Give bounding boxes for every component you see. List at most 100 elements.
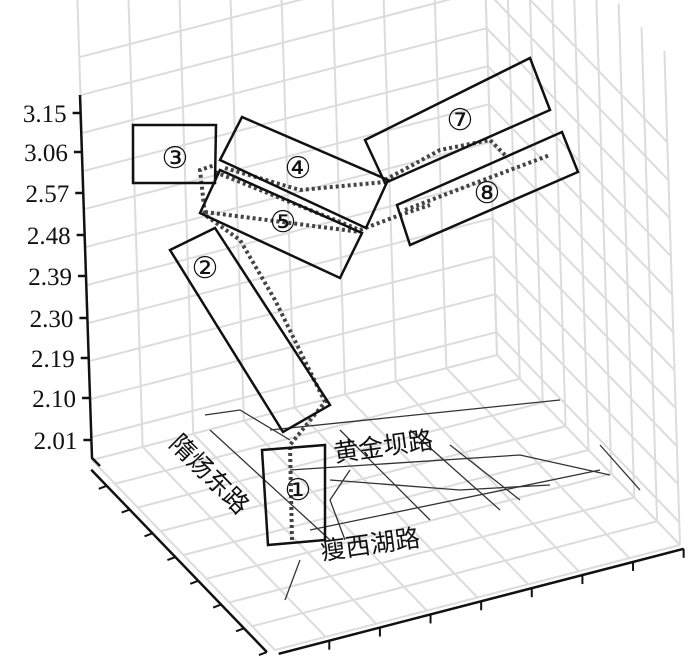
- segment-label-4: ④: [285, 152, 312, 185]
- z-tick-label: 2.48: [27, 223, 71, 250]
- wall-gridline: [494, 293, 679, 485]
- x-axis-tick: [98, 484, 108, 490]
- wall-gridline: [280, 0, 296, 408]
- floor-gridline: [395, 380, 580, 572]
- wall-gridline: [490, 179, 676, 371]
- wall-gridline: [485, 27, 671, 219]
- street-line: [339, 429, 431, 521]
- x-axis-tick: [144, 532, 153, 538]
- wall-gridline: [487, 65, 672, 257]
- floor-gridline: [445, 367, 631, 559]
- wall-gridline: [433, 0, 448, 369]
- wall-gridline: [489, 141, 675, 333]
- segment-label-1: ①: [285, 474, 312, 507]
- x-axis-tick: [189, 579, 199, 585]
- segment-box-1: [260, 443, 327, 547]
- wall-gridline: [83, 103, 490, 211]
- floor-gridline: [496, 354, 681, 546]
- z-axis-line: [78, 94, 101, 467]
- street-line: [289, 454, 611, 476]
- floor-gridline: [251, 520, 658, 628]
- wall-gridline: [79, 0, 304, 59]
- z-tick-label: 3.06: [24, 140, 68, 167]
- axes: [78, 94, 685, 657]
- wall-gridline: [663, 50, 681, 546]
- wall-gridline: [495, 331, 681, 523]
- z-tick-label: 2.10: [32, 386, 76, 413]
- z-tick-label: 2.57: [25, 181, 69, 208]
- x-axis-tick: [167, 556, 176, 562]
- street-line: [284, 559, 301, 601]
- floor-gridline: [274, 544, 681, 651]
- wall-gridline: [595, 0, 613, 474]
- wall-gridline: [88, 255, 495, 363]
- street-line: [269, 399, 561, 431]
- x-axis-tick: [235, 627, 245, 633]
- wall-gridline: [529, 0, 544, 403]
- street-line: [329, 479, 551, 491]
- wall-gridline: [640, 27, 659, 522]
- road-label-shouxihu: 瘦西湖路: [319, 523, 422, 566]
- segment-boxes: ① ② ③ ④ ⑤ ⑦ ⑧: [131, 56, 580, 547]
- z-tick-label: 2.19: [31, 346, 75, 373]
- road-label-suiyangdong: 隋炀东路: [164, 429, 255, 520]
- wall-gridline: [506, 0, 521, 379]
- street-line: [329, 469, 351, 541]
- segment-box-8: [395, 130, 580, 247]
- wall-gridline: [484, 0, 498, 356]
- wall-gridline: [127, 0, 144, 447]
- street-line: [599, 444, 641, 491]
- segment-label-5: ⑤: [270, 206, 297, 239]
- z-tick-label: 2.39: [28, 264, 72, 291]
- segment-label-3: ③: [162, 142, 189, 175]
- segment-box-7: [363, 56, 552, 185]
- segment-box-2: [168, 226, 332, 434]
- segment-label-2: ②: [192, 252, 219, 285]
- trajectory-segment: [214, 170, 431, 233]
- segment-box-5: [198, 168, 364, 280]
- z-tick-label: 2.30: [30, 306, 74, 333]
- floor-gridline: [293, 406, 479, 599]
- wall-gridline: [551, 0, 567, 427]
- street-map: [204, 399, 641, 601]
- z-tick-label: 3.15: [23, 101, 67, 128]
- trajectory-segment: [197, 163, 328, 541]
- wall-gridline: [491, 217, 677, 409]
- street-line: [209, 429, 331, 541]
- wall-gridline: [488, 103, 673, 295]
- trajectory-segment: [404, 153, 551, 212]
- x-axis-tick: [121, 508, 131, 514]
- trajectory-segment: [204, 210, 361, 234]
- segment-box-4: [218, 115, 390, 230]
- segment-label-8: ⑧: [474, 177, 501, 210]
- wall-gridline: [617, 3, 636, 498]
- wall-gridline: [528, 0, 669, 143]
- wall-gridline: [229, 0, 245, 421]
- wall-gridline: [86, 179, 492, 287]
- street-line: [449, 444, 521, 501]
- street-line: [309, 469, 601, 531]
- floor-gridline: [206, 472, 612, 580]
- floor-gridline: [344, 393, 529, 586]
- wall-gridline: [82, 65, 489, 173]
- segment-label-7: ⑦: [447, 104, 474, 137]
- x-axis-tick: [258, 651, 268, 657]
- x-axis-line: [90, 468, 268, 653]
- z-tick-label: 2.01: [34, 428, 78, 455]
- wall-gridline: [178, 0, 195, 434]
- street-line: [409, 429, 501, 511]
- wall-gridline: [493, 255, 678, 447]
- wall-gridline: [331, 0, 347, 395]
- trajectory-segment: [384, 137, 507, 182]
- wall-gridline: [91, 331, 497, 439]
- wall-gridline: [87, 217, 493, 325]
- wall-gridline: [493, 0, 670, 181]
- z-tick-labels: 2.01 2.10 2.19 2.30 2.39 2.48 2.57 3.06 3.15: [23, 101, 92, 455]
- wall-gridline: [382, 0, 397, 382]
- wall-gridline: [81, 27, 487, 135]
- wall-gridline: [573, 0, 590, 451]
- floor-gridline: [228, 496, 635, 604]
- wall-gridline: [80, 0, 452, 97]
